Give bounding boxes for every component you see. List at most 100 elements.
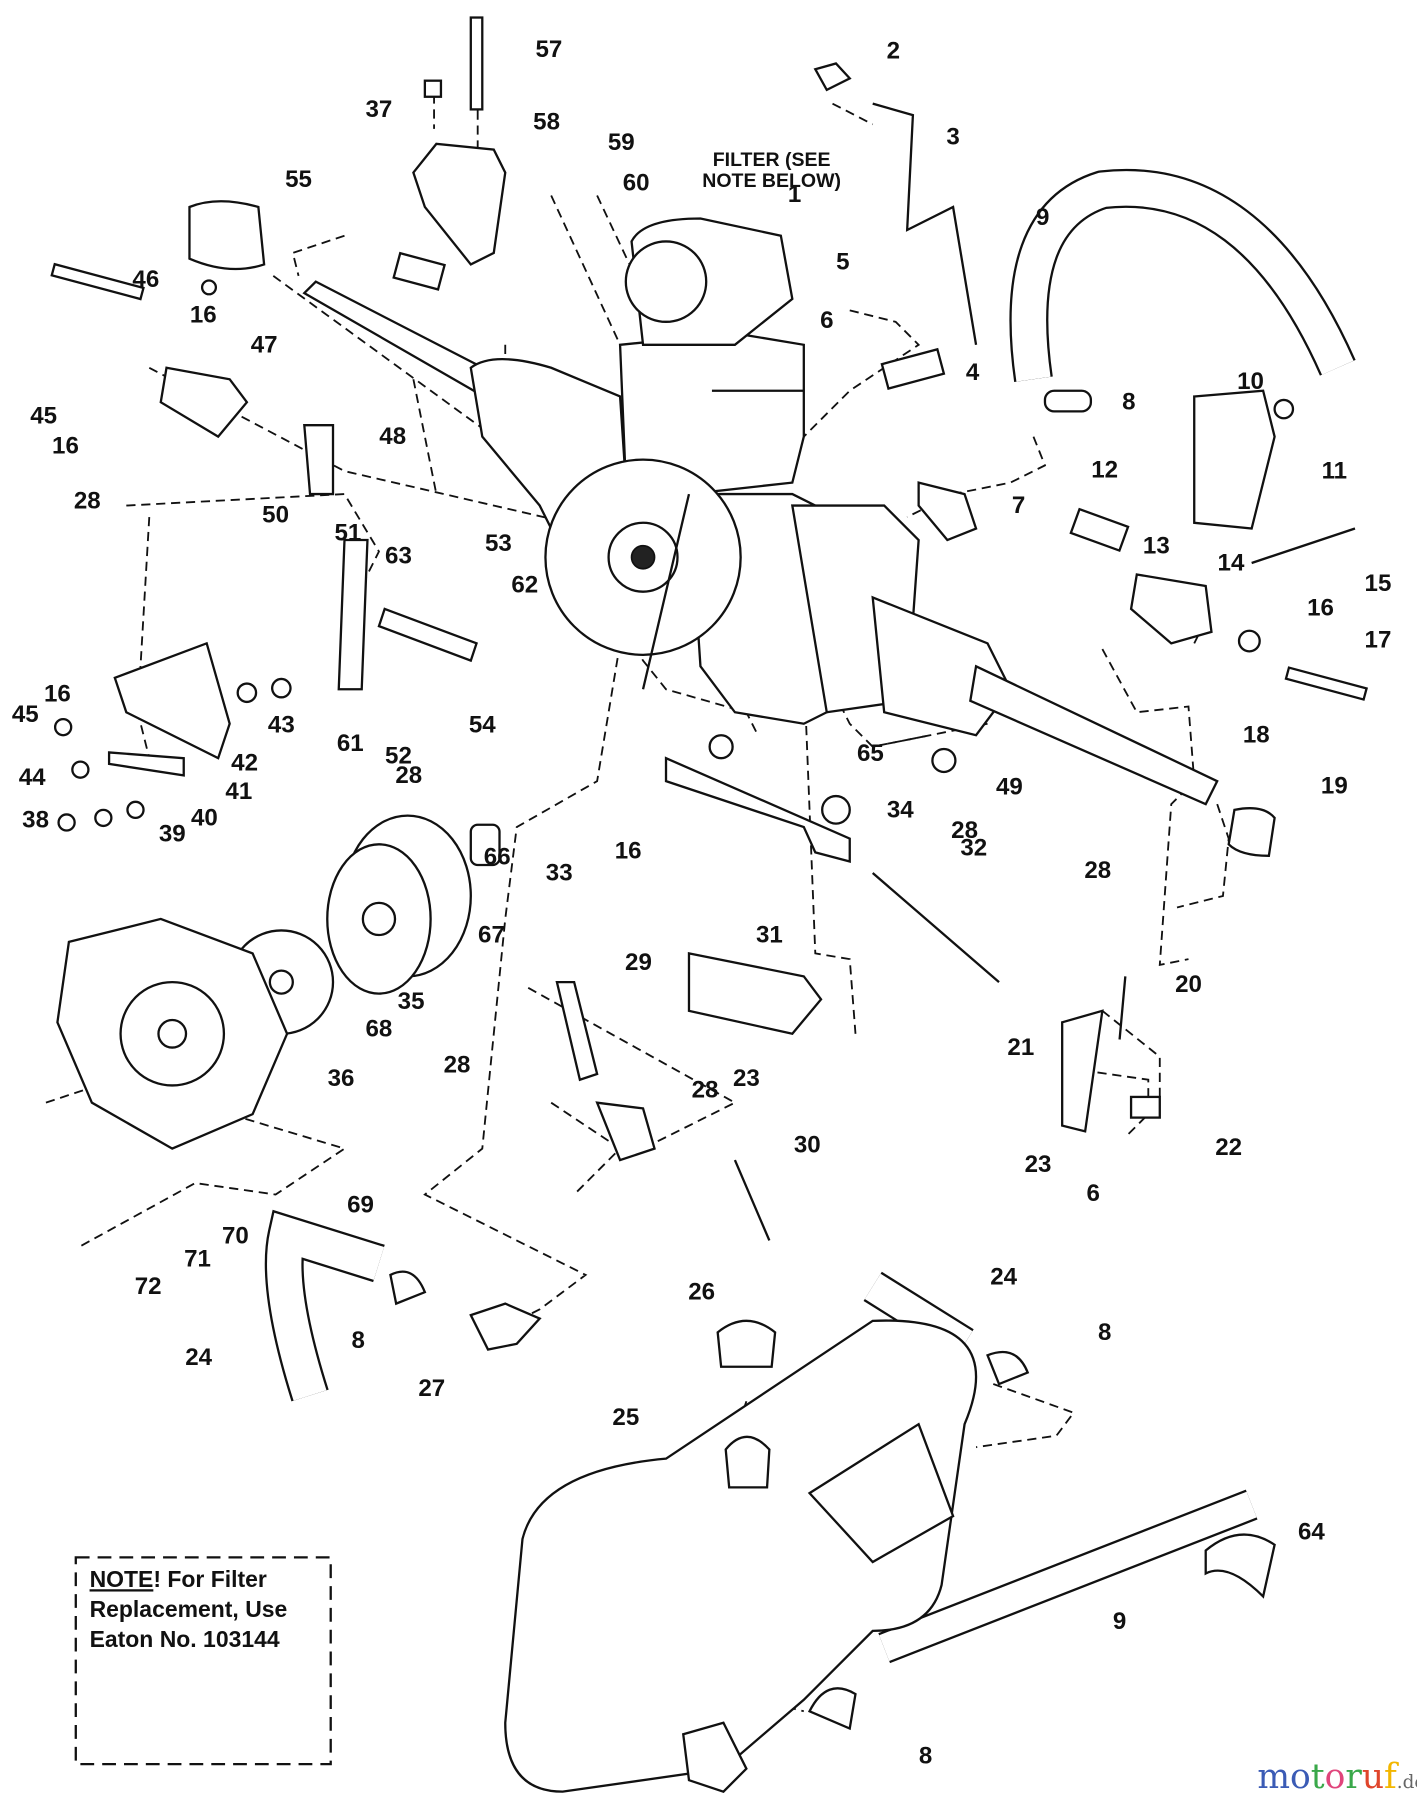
callout-number: 43: [268, 711, 295, 738]
callout-number: 9: [1113, 1608, 1126, 1635]
callout-number: 16: [615, 838, 642, 865]
callout-number: 70: [222, 1222, 249, 1249]
callout-number: 66: [484, 843, 511, 870]
callout-number: 16: [190, 301, 217, 328]
callout-number: 65: [857, 740, 884, 767]
filter-label-line2: NOTE BELOW): [702, 170, 841, 192]
callout-number: 36: [328, 1065, 355, 1092]
callout-number: 31: [756, 922, 783, 949]
callout-number: 16: [52, 432, 79, 459]
callout-number: 1: [788, 181, 801, 208]
callout-number: 18: [1243, 722, 1270, 749]
callout-number: 28: [395, 762, 422, 789]
callout-number: 28: [692, 1077, 719, 1104]
callout-number: 37: [366, 96, 393, 123]
filter-label-line1: FILTER (SEE: [713, 149, 831, 171]
callout-number: 15: [1365, 570, 1392, 597]
callout-number: 54: [469, 711, 496, 738]
note-line1: ! For Filter: [153, 1566, 267, 1592]
callout-number: 21: [1007, 1034, 1034, 1061]
callout-number: 48: [379, 423, 406, 450]
filter-note-box: NOTE! For Filter Replacement, Use Eaton …: [74, 1556, 332, 1766]
callout-number: 10: [1237, 368, 1264, 395]
callout-number: 3: [946, 123, 959, 150]
callout-number: 23: [1025, 1151, 1052, 1178]
callout-number: 71: [184, 1245, 211, 1272]
callout-number: 39: [159, 820, 186, 847]
callout-number: 19: [1321, 772, 1348, 799]
callout-number: 72: [135, 1273, 162, 1300]
callout-number: 8: [352, 1327, 365, 1354]
callout-number: 11: [1322, 458, 1348, 485]
callout-number: 22: [1215, 1134, 1242, 1161]
callout-number: 12: [1091, 456, 1118, 483]
note-emphasis: NOTE: [90, 1566, 154, 1592]
pulley-fan-group: [56, 814, 501, 1150]
callout-number: 14: [1218, 549, 1245, 576]
note-line2: Replacement, Use: [90, 1596, 288, 1622]
hoses: [264, 168, 1356, 1664]
callout-number: 52: [385, 742, 412, 769]
callout-number: 57: [535, 36, 562, 63]
callout-number: 25: [612, 1404, 639, 1431]
callout-number: 42: [231, 749, 258, 776]
watermark-logo: motoruf.de: [1257, 1757, 1417, 1797]
callout-number: 2: [887, 37, 900, 64]
callout-number: 46: [132, 266, 159, 293]
callout-number: 23: [733, 1065, 760, 1092]
callout-number: 47: [251, 331, 278, 358]
callout-number: 13: [1143, 532, 1170, 559]
callout-number: 67: [478, 922, 505, 949]
callout-number: 7: [1012, 492, 1025, 519]
callout-number: 69: [347, 1191, 374, 1218]
callout-number: 32: [960, 834, 987, 861]
callout-number: 59: [608, 129, 635, 156]
callout-number: 45: [30, 403, 57, 430]
note-line3: Eaton No. 103144: [90, 1626, 280, 1652]
callout-number: 28: [74, 487, 101, 514]
callout-number: 28: [951, 817, 978, 844]
callout-number: 40: [191, 804, 218, 831]
callout-number: 27: [418, 1375, 445, 1402]
callout-number: 8: [919, 1743, 932, 1770]
callout-number: 16: [1307, 594, 1334, 621]
callout-number: 8: [1098, 1319, 1111, 1346]
callout-number: 51: [335, 520, 362, 547]
callout-number: 63: [385, 543, 412, 570]
callout-number: 45: [12, 701, 39, 728]
transaxle-assembly: [302, 217, 1219, 806]
callout-number: 24: [990, 1264, 1017, 1291]
callout-number: 62: [511, 571, 538, 598]
cooling-fan: [56, 917, 289, 1150]
oil-reservoir-tank: [389, 1270, 1030, 1793]
callout-number: 55: [285, 166, 312, 193]
callout-number: 60: [623, 169, 650, 196]
callout-number: 41: [225, 778, 252, 805]
callout-number: 34: [887, 796, 914, 823]
callout-number: 28: [444, 1051, 471, 1078]
callout-number: 4: [966, 359, 980, 386]
fan-fins-on-transaxle: [544, 458, 742, 656]
callout-number: 33: [546, 860, 573, 887]
callout-number: 8: [1122, 389, 1135, 416]
callout-number: 61: [337, 730, 364, 757]
callout-number: 49: [996, 773, 1023, 800]
callout-number: 35: [398, 988, 425, 1015]
callout-number: 44: [19, 764, 46, 791]
callout-number: 58: [533, 109, 560, 136]
callout-number: 16: [44, 680, 71, 707]
callout-number: 50: [262, 501, 289, 528]
callout-number: 53: [485, 530, 512, 557]
callout-number: 6: [1086, 1180, 1099, 1207]
callout-number: 24: [185, 1344, 212, 1371]
callout-number: 64: [1298, 1519, 1325, 1546]
svg-text:NOTE! For Filter: NOTE! For Filter: [90, 1566, 267, 1592]
callout-number: 17: [1365, 626, 1392, 653]
callout-number: 29: [625, 949, 652, 976]
callout-number: 26: [688, 1279, 715, 1306]
callout-number: 30: [794, 1132, 821, 1159]
callout-number: 9: [1036, 204, 1049, 231]
